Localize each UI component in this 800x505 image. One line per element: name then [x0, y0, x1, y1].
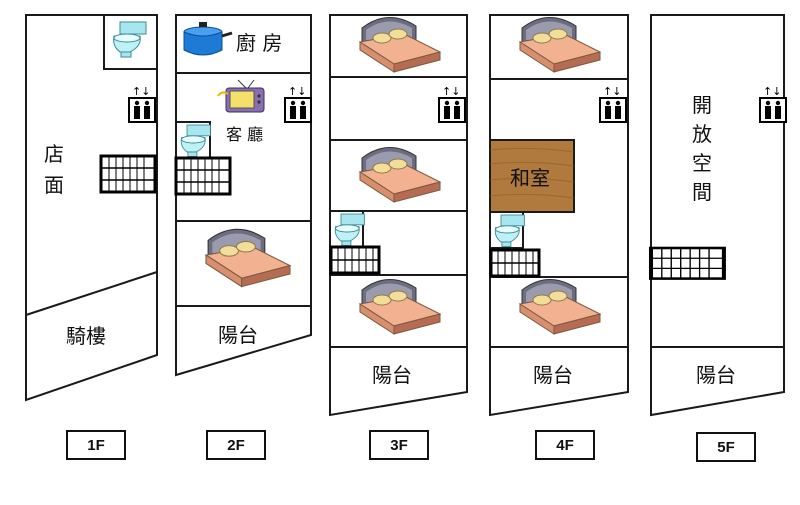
stairs-icon — [329, 245, 381, 275]
arcade-label: 騎樓 — [66, 324, 106, 348]
pot-icon — [183, 22, 233, 56]
floor-tag-1f: 1F — [66, 430, 126, 460]
open-space-label-2: 放 — [692, 122, 712, 146]
floor-tag-3f: 3F — [369, 430, 429, 460]
stairs-icon — [174, 156, 232, 196]
shop-label-2: 面 — [44, 173, 64, 197]
stairs-icon — [489, 248, 541, 278]
floor-2f: 廚 房 客 廳 陽台 — [174, 14, 312, 377]
tv-icon — [217, 79, 265, 113]
floor-4f: 和室 陽台 — [489, 14, 629, 417]
floor-5f: 開 放 空 間 陽台 — [650, 14, 787, 417]
stairs-icon — [99, 154, 157, 194]
shop-label-1: 店 — [44, 142, 64, 166]
kitchen-label: 廚 房 — [236, 31, 282, 55]
open-space-label-1: 開 — [692, 93, 712, 117]
japanese-room-label: 和室 — [510, 166, 550, 190]
open-space-label-4: 間 — [692, 180, 712, 204]
floor-tag-5f: 5F — [696, 432, 756, 462]
stairs-icon — [651, 248, 724, 279]
floor-tag-2f: 2F — [206, 430, 266, 460]
open-space-label-3: 空 — [692, 151, 712, 175]
floor-1f: 店 面 騎樓 — [25, 14, 158, 402]
balcony-label-3f: 陽台 — [372, 363, 412, 387]
floor-5f-outline — [650, 14, 785, 417]
floor-3f: 陽台 — [329, 14, 468, 417]
living-room-label: 客 廳 — [226, 125, 263, 144]
floor-tag-4f: 4F — [535, 430, 595, 460]
balcony-label-4f: 陽台 — [533, 363, 573, 387]
balcony-label-2f: 陽台 — [218, 323, 258, 347]
japanese-room: 和室 — [489, 139, 575, 213]
balcony-label-5f: 陽台 — [696, 363, 736, 387]
floor-1f-divider — [25, 271, 158, 316]
floor-2f-outline — [175, 14, 312, 377]
